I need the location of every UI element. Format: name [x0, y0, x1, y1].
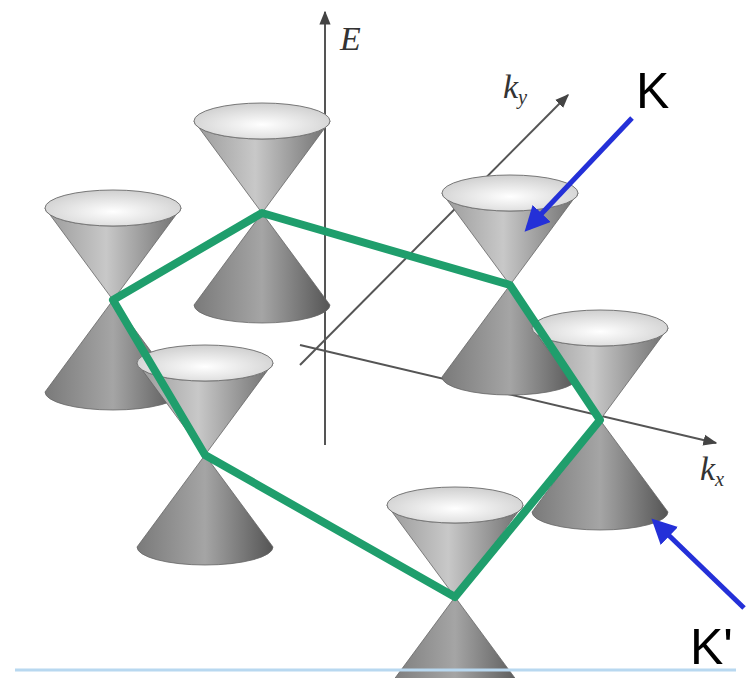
axis-label: ky [503, 70, 527, 104]
pointer-arrow [655, 522, 744, 608]
cone-opening [387, 487, 523, 523]
dirac-cone [387, 487, 523, 678]
lower-cone [387, 597, 523, 678]
axis-label: E [340, 22, 361, 56]
bottom-rule [15, 669, 736, 672]
cone-opening [45, 190, 181, 226]
point-label: K' [690, 622, 733, 672]
dirac-cones [45, 103, 668, 678]
cone-opening [442, 175, 578, 211]
brillouin-zone-hexagon [113, 213, 600, 597]
lower-cone [137, 455, 273, 565]
axis-label: kx [700, 452, 724, 486]
cone-opening [532, 310, 668, 346]
point-label: K [636, 66, 669, 116]
axes [300, 12, 716, 445]
pointer-arrow [528, 118, 632, 228]
cone-opening [194, 103, 330, 139]
